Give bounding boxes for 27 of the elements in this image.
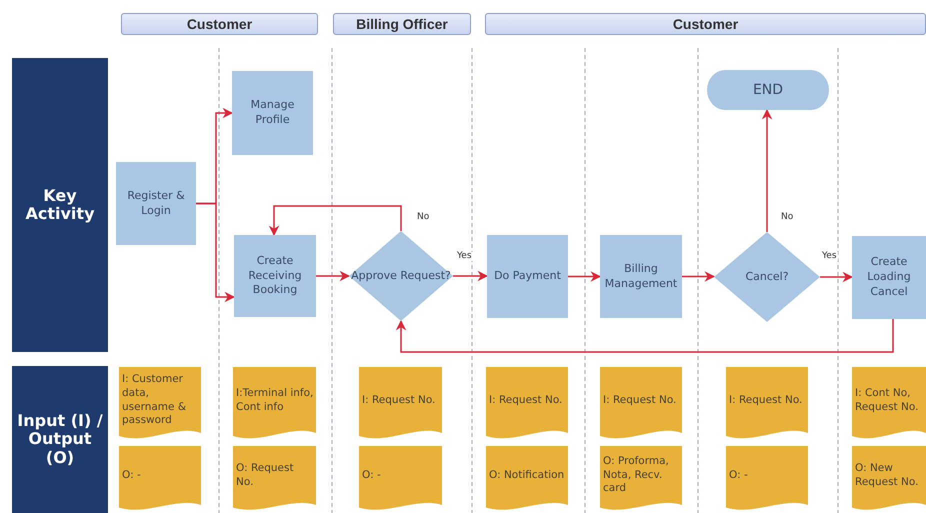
process-box: Billing Management <box>600 235 682 318</box>
arrow <box>396 319 894 353</box>
decision-diamond: Cancel? <box>714 232 820 322</box>
process-box: Create Receiving Booking <box>234 235 316 317</box>
process-box: Register & Login <box>116 162 196 245</box>
row-header: Key Activity <box>12 58 108 352</box>
arrow <box>682 271 716 282</box>
decision-diamond: Approve Request? <box>349 231 453 321</box>
arrow <box>568 271 602 282</box>
arrow <box>196 202 236 302</box>
arrow <box>820 272 854 282</box>
edge-label: No <box>416 213 430 222</box>
process-box: Manage Profile <box>232 71 313 155</box>
arrow <box>453 270 488 282</box>
edge-label: No <box>780 213 794 222</box>
arrow <box>316 270 350 282</box>
edge-label: Yes <box>821 252 838 261</box>
lane-header: Billing Officer <box>333 13 471 35</box>
arrow <box>268 205 402 236</box>
lane-header: Customer <box>121 13 318 35</box>
lane-header: Customer <box>485 13 926 35</box>
process-box: Do Payment <box>487 235 568 318</box>
row-header: Input (I) / Output (O) <box>12 366 108 513</box>
terminal-box: END <box>707 70 829 110</box>
edge-label: Yes <box>456 252 473 261</box>
arrow <box>762 108 772 232</box>
process-box: Create Loading Cancel <box>852 236 926 319</box>
